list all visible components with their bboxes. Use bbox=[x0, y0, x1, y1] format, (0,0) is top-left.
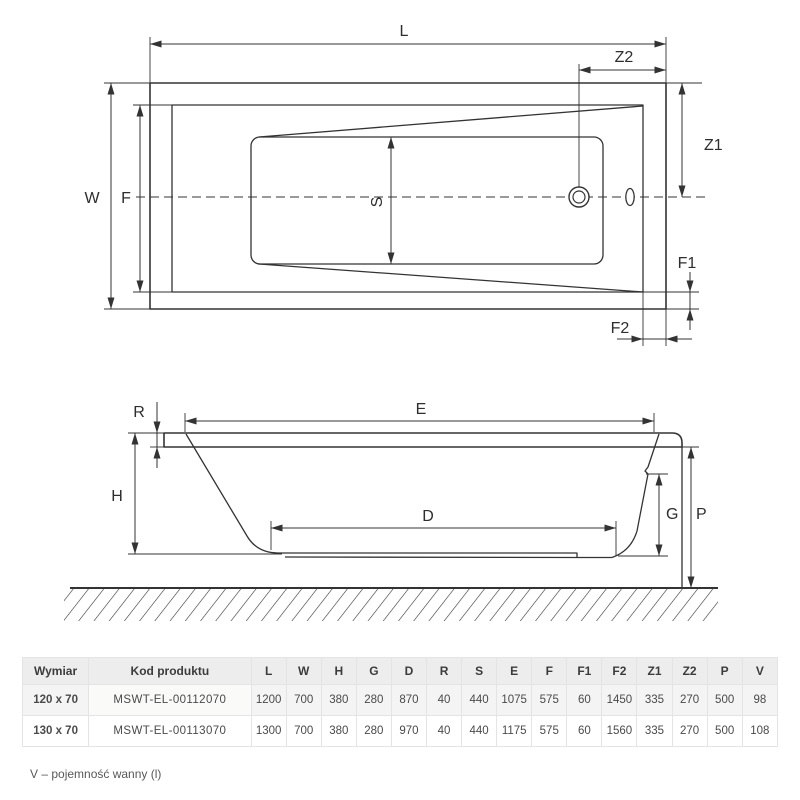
column-header: P bbox=[706, 657, 743, 685]
side-view: E R H D G P bbox=[64, 401, 718, 621]
value-cell: 1200 bbox=[250, 684, 287, 716]
value-cell: 1075 bbox=[496, 684, 533, 716]
value-cell: 280 bbox=[355, 715, 392, 747]
value-cell: 40 bbox=[425, 715, 463, 747]
basin-slope-top bbox=[258, 105, 644, 138]
value-cell: 870 bbox=[390, 684, 427, 716]
technical-drawing: L Z2 W F S Z1 bbox=[64, 23, 723, 621]
value-cell: 60 bbox=[566, 684, 603, 716]
footer-note: V – pojemność wanny (l) bbox=[30, 767, 162, 781]
column-header: F2 bbox=[601, 657, 638, 685]
value-cell: 98 bbox=[741, 684, 779, 716]
column-header: G bbox=[355, 657, 392, 685]
dimension-cell: 130 x 70 bbox=[21, 715, 90, 747]
column-header: Kod produktu bbox=[88, 657, 252, 685]
value-cell: 1300 bbox=[250, 715, 287, 747]
value-cell: 380 bbox=[320, 715, 357, 747]
column-header: E bbox=[496, 657, 533, 685]
tub-right-wall bbox=[611, 433, 660, 559]
overflow-icon bbox=[625, 187, 635, 207]
value-cell: 40 bbox=[425, 684, 463, 716]
dim-label-D: D bbox=[422, 508, 434, 525]
column-header: W bbox=[285, 657, 322, 685]
column-header: D bbox=[390, 657, 427, 685]
value-cell: 970 bbox=[390, 715, 427, 747]
value-cell: 380 bbox=[320, 684, 357, 716]
dim-label-F2: F2 bbox=[611, 320, 630, 337]
column-header: R bbox=[425, 657, 463, 685]
dim-label-Z2: Z2 bbox=[615, 49, 634, 66]
value-cell: 60 bbox=[566, 715, 603, 747]
dim-label-H: H bbox=[111, 488, 123, 505]
tub-bottom bbox=[278, 552, 612, 559]
value-cell: 1175 bbox=[496, 715, 533, 747]
dim-label-P: P bbox=[696, 506, 707, 523]
column-header: Z2 bbox=[671, 657, 708, 685]
column-header: L bbox=[250, 657, 287, 685]
drain-icon bbox=[568, 186, 590, 208]
top-view: L Z2 W F S Z1 bbox=[84, 23, 723, 346]
value-cell: 108 bbox=[741, 715, 779, 747]
column-header: Z1 bbox=[636, 657, 673, 685]
value-cell: 700 bbox=[285, 715, 322, 747]
value-cell: 1560 bbox=[601, 715, 638, 747]
column-header: V bbox=[741, 657, 779, 685]
value-cell: 335 bbox=[636, 715, 673, 747]
dim-label-Z1: Z1 bbox=[704, 137, 723, 154]
dim-label-G: G bbox=[666, 506, 678, 523]
value-cell: 700 bbox=[285, 684, 322, 716]
dim-label-L: L bbox=[400, 23, 409, 40]
value-cell: 575 bbox=[531, 715, 568, 747]
tub-left-wall bbox=[185, 433, 279, 554]
value-cell: 280 bbox=[355, 684, 392, 716]
value-cell: 335 bbox=[636, 684, 673, 716]
tub-outer-edge bbox=[149, 82, 667, 310]
rim-slab bbox=[163, 432, 683, 448]
tub-rim-inner-edge bbox=[171, 104, 644, 293]
tub-base-line bbox=[284, 556, 578, 559]
dim-label-E: E bbox=[416, 401, 427, 418]
floor-hatching bbox=[64, 589, 718, 621]
dimension-cell: 120 x 70 bbox=[21, 684, 90, 716]
column-header: H bbox=[320, 657, 357, 685]
column-header: S bbox=[461, 657, 498, 685]
value-cell: 500 bbox=[706, 684, 743, 716]
column-header: F1 bbox=[566, 657, 603, 685]
value-cell: 1450 bbox=[601, 684, 638, 716]
value-cell: 270 bbox=[671, 684, 708, 716]
dim-label-F: F bbox=[121, 190, 131, 207]
product-code-cell: MSWT-EL-00113070 bbox=[88, 715, 252, 747]
value-cell: 575 bbox=[531, 684, 568, 716]
value-cell: 270 bbox=[671, 715, 708, 747]
value-cell: 440 bbox=[461, 684, 498, 716]
tub-basin bbox=[250, 136, 604, 265]
product-code-cell: MSWT-EL-00112070 bbox=[88, 684, 252, 716]
dim-label-F1: F1 bbox=[678, 255, 697, 272]
dim-label-S: S bbox=[369, 197, 386, 208]
value-cell: 440 bbox=[461, 715, 498, 747]
dim-label-R: R bbox=[133, 404, 145, 421]
column-header: Wymiar bbox=[21, 657, 90, 685]
column-header: F bbox=[531, 657, 568, 685]
value-cell: 500 bbox=[706, 715, 743, 747]
basin-slope-bottom bbox=[258, 263, 644, 293]
dim-label-W: W bbox=[84, 190, 100, 207]
